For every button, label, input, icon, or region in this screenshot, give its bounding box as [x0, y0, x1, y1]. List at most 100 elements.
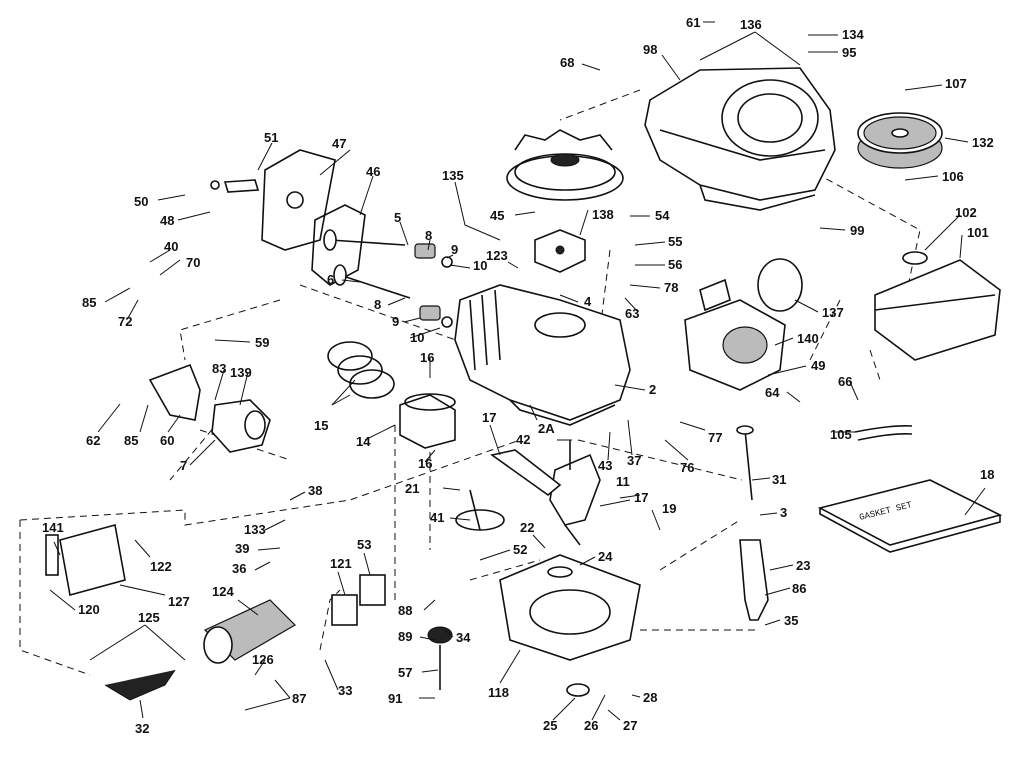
callout: 70 — [186, 255, 200, 270]
air-filter-disc — [757, 258, 803, 312]
piston — [399, 393, 456, 449]
callout: 62 — [86, 433, 100, 448]
callout: 18 — [980, 467, 994, 482]
callout: 72 — [118, 314, 132, 329]
callout: 95 — [842, 45, 856, 60]
leader-lines — [49, 21, 986, 721]
callout: 43 — [598, 458, 612, 473]
callout: 8 — [425, 228, 432, 243]
callout: 101 — [967, 225, 989, 240]
rewind-starter — [684, 278, 786, 391]
callout: 10 — [473, 258, 487, 273]
callout: 4 — [584, 294, 592, 309]
callout: 50 — [134, 194, 148, 209]
callout: 19 — [662, 501, 676, 516]
exhaust-pipe — [104, 669, 176, 701]
piston-rings — [327, 341, 395, 399]
callout: 135 — [442, 168, 464, 183]
callout: 5 — [394, 210, 401, 225]
callout: 60 — [160, 433, 174, 448]
callout: 66 — [838, 374, 852, 389]
air-cleaner — [45, 523, 126, 597]
callout: 86 — [792, 581, 806, 596]
callout: 9 — [451, 242, 458, 257]
callout: 10 — [410, 330, 424, 345]
callout: 88 — [398, 603, 412, 618]
callout: 39 — [235, 541, 249, 556]
callout: 85 — [82, 295, 96, 310]
callout: 24 — [598, 549, 613, 564]
callout: 61 — [686, 15, 700, 30]
flywheel — [506, 129, 624, 201]
callout: 106 — [942, 169, 964, 184]
ignition-module — [534, 229, 586, 273]
callout: 136 — [740, 17, 762, 32]
callout: 35 — [784, 613, 798, 628]
crankcase-cover — [499, 554, 641, 661]
callout: 34 — [456, 630, 471, 645]
callout: 122 — [150, 559, 172, 574]
callout: 91 — [388, 691, 402, 706]
callout: 36 — [232, 561, 246, 576]
callout: 7 — [180, 458, 187, 473]
callout: 57 — [398, 665, 412, 680]
oil-fill-tube — [739, 539, 769, 621]
engine-block — [454, 284, 631, 426]
callout: 132 — [972, 135, 994, 150]
callout: 17 — [482, 410, 496, 425]
callout: 125 — [138, 610, 160, 625]
callout: 102 — [955, 205, 977, 220]
governor-gear — [427, 626, 453, 690]
callout: 11 — [616, 474, 630, 489]
dipstick — [736, 425, 754, 501]
callout: 78 — [664, 280, 678, 295]
callout: 8 — [374, 297, 381, 312]
callout: 41 — [430, 510, 444, 525]
callout: 141 — [42, 520, 64, 535]
callout: 45 — [490, 208, 504, 223]
callout: 38 — [308, 483, 322, 498]
callout: 137 — [822, 305, 844, 320]
callout: 21 — [405, 481, 419, 496]
callout: 25 — [543, 718, 557, 733]
callout: 37 — [627, 453, 641, 468]
callout: 134 — [842, 27, 864, 42]
callout: 47 — [332, 136, 346, 151]
callout: 120 — [78, 602, 100, 617]
callout: 98 — [643, 42, 657, 57]
callout: 56 — [668, 257, 682, 272]
callout: 54 — [655, 208, 670, 223]
spark-plug — [210, 179, 260, 193]
callout: 52 — [513, 542, 527, 557]
callout: 33 — [338, 683, 352, 698]
callout: 40 — [164, 239, 178, 254]
fuel-line — [854, 425, 913, 441]
callout: 124 — [212, 584, 234, 599]
callout: 105 — [830, 427, 852, 442]
callout: 121 — [330, 556, 352, 571]
callout: 2A — [538, 421, 555, 436]
callout: 6 — [327, 272, 334, 287]
oil-seal — [566, 683, 590, 697]
callout: 59 — [255, 335, 269, 350]
assembly-dashed-lines — [19, 89, 921, 676]
callout: 15 — [314, 418, 328, 433]
crankshaft — [549, 440, 601, 546]
callout: 16 — [418, 456, 432, 471]
callout: 76 — [680, 460, 694, 475]
blower-housing — [644, 67, 836, 211]
callout: 85 — [124, 433, 138, 448]
callout: 32 — [135, 721, 149, 736]
callout: 127 — [168, 594, 190, 609]
callout: 49 — [811, 358, 825, 373]
fuel-tank — [874, 251, 1001, 361]
callout: 53 — [357, 537, 371, 552]
callout: 23 — [796, 558, 810, 573]
callout: 99 — [850, 223, 864, 238]
callout: 107 — [945, 76, 967, 91]
callout: 42 — [516, 432, 530, 447]
callout: 77 — [708, 430, 722, 445]
callout: 83 — [212, 361, 226, 376]
callout: 118 — [488, 685, 509, 700]
